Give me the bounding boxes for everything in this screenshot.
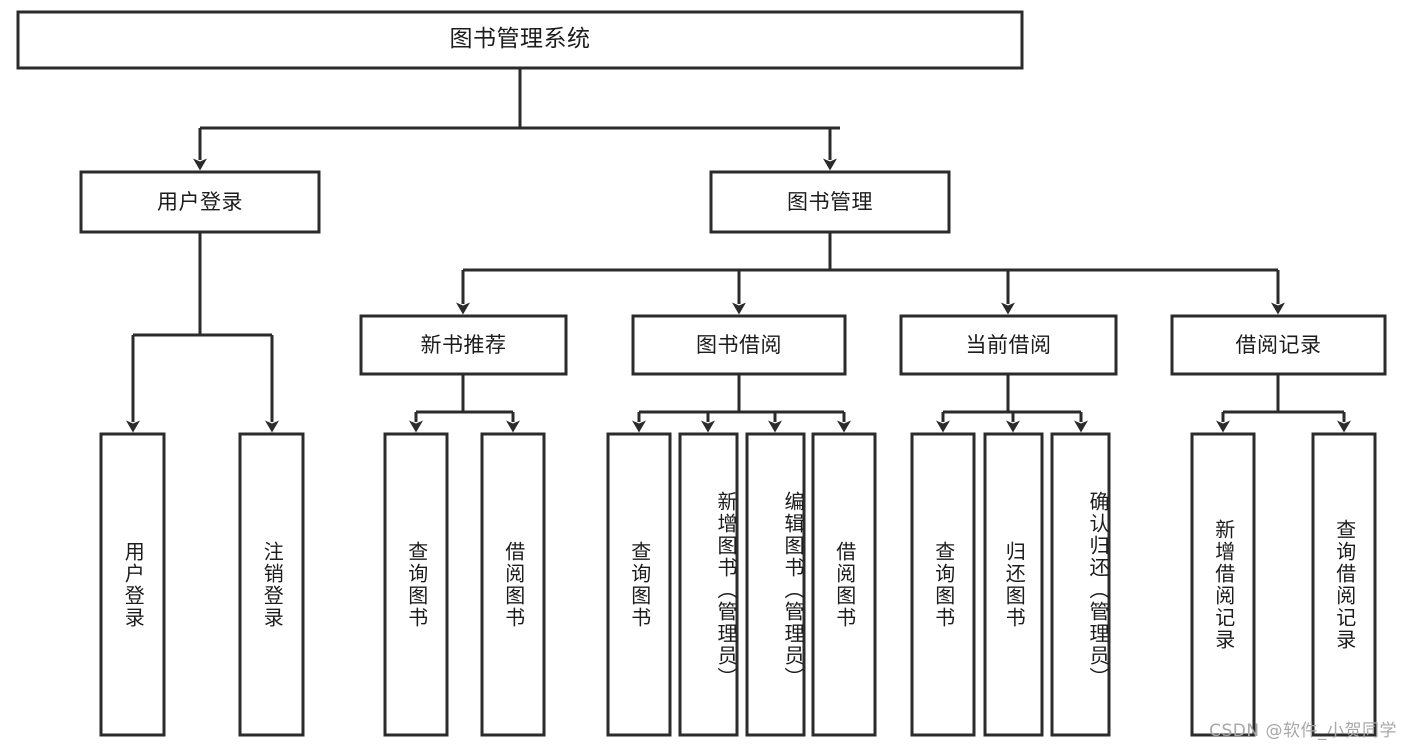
leaf-box[interactable] xyxy=(99,432,166,737)
connector-root-to-level2 xyxy=(193,68,840,171)
connector-current-borrow-to-leaves xyxy=(936,374,1088,433)
connector-borrow-record-to-leaves xyxy=(1216,374,1351,433)
node-box-book-borrow[interactable] xyxy=(631,314,847,376)
csdn-watermark: CSDN @软件_小贺同学 xyxy=(1209,721,1397,741)
node-box-book-management[interactable] xyxy=(709,170,951,234)
leaf-box[interactable] xyxy=(983,432,1044,737)
leaf-box[interactable] xyxy=(606,432,672,737)
node-box-root[interactable] xyxy=(16,10,1024,70)
node-box-user-login[interactable] xyxy=(79,170,321,234)
node-box-new-book-recommend[interactable] xyxy=(359,314,568,376)
connector-new-book-recommend-to-leaves xyxy=(409,374,520,433)
leaf-box[interactable] xyxy=(1050,432,1111,737)
leaf-box[interactable] xyxy=(745,432,806,737)
leaf-box[interactable] xyxy=(910,432,976,737)
connector-book-management-to-level3 xyxy=(456,232,1285,315)
leaf-box[interactable] xyxy=(238,432,305,737)
node-box-current-borrow[interactable] xyxy=(899,314,1118,376)
connector-user-login-to-leaves xyxy=(126,232,279,433)
node-box-borrow-record[interactable] xyxy=(1170,314,1387,376)
leaf-box[interactable] xyxy=(1311,432,1377,737)
leaf-box[interactable] xyxy=(1190,432,1256,737)
leaf-box[interactable] xyxy=(480,432,546,737)
leaf-box[interactable] xyxy=(811,432,877,737)
leaf-box[interactable] xyxy=(383,432,449,737)
leaf-box[interactable] xyxy=(678,432,739,737)
connector-book-borrow-to-leaves xyxy=(632,374,851,433)
